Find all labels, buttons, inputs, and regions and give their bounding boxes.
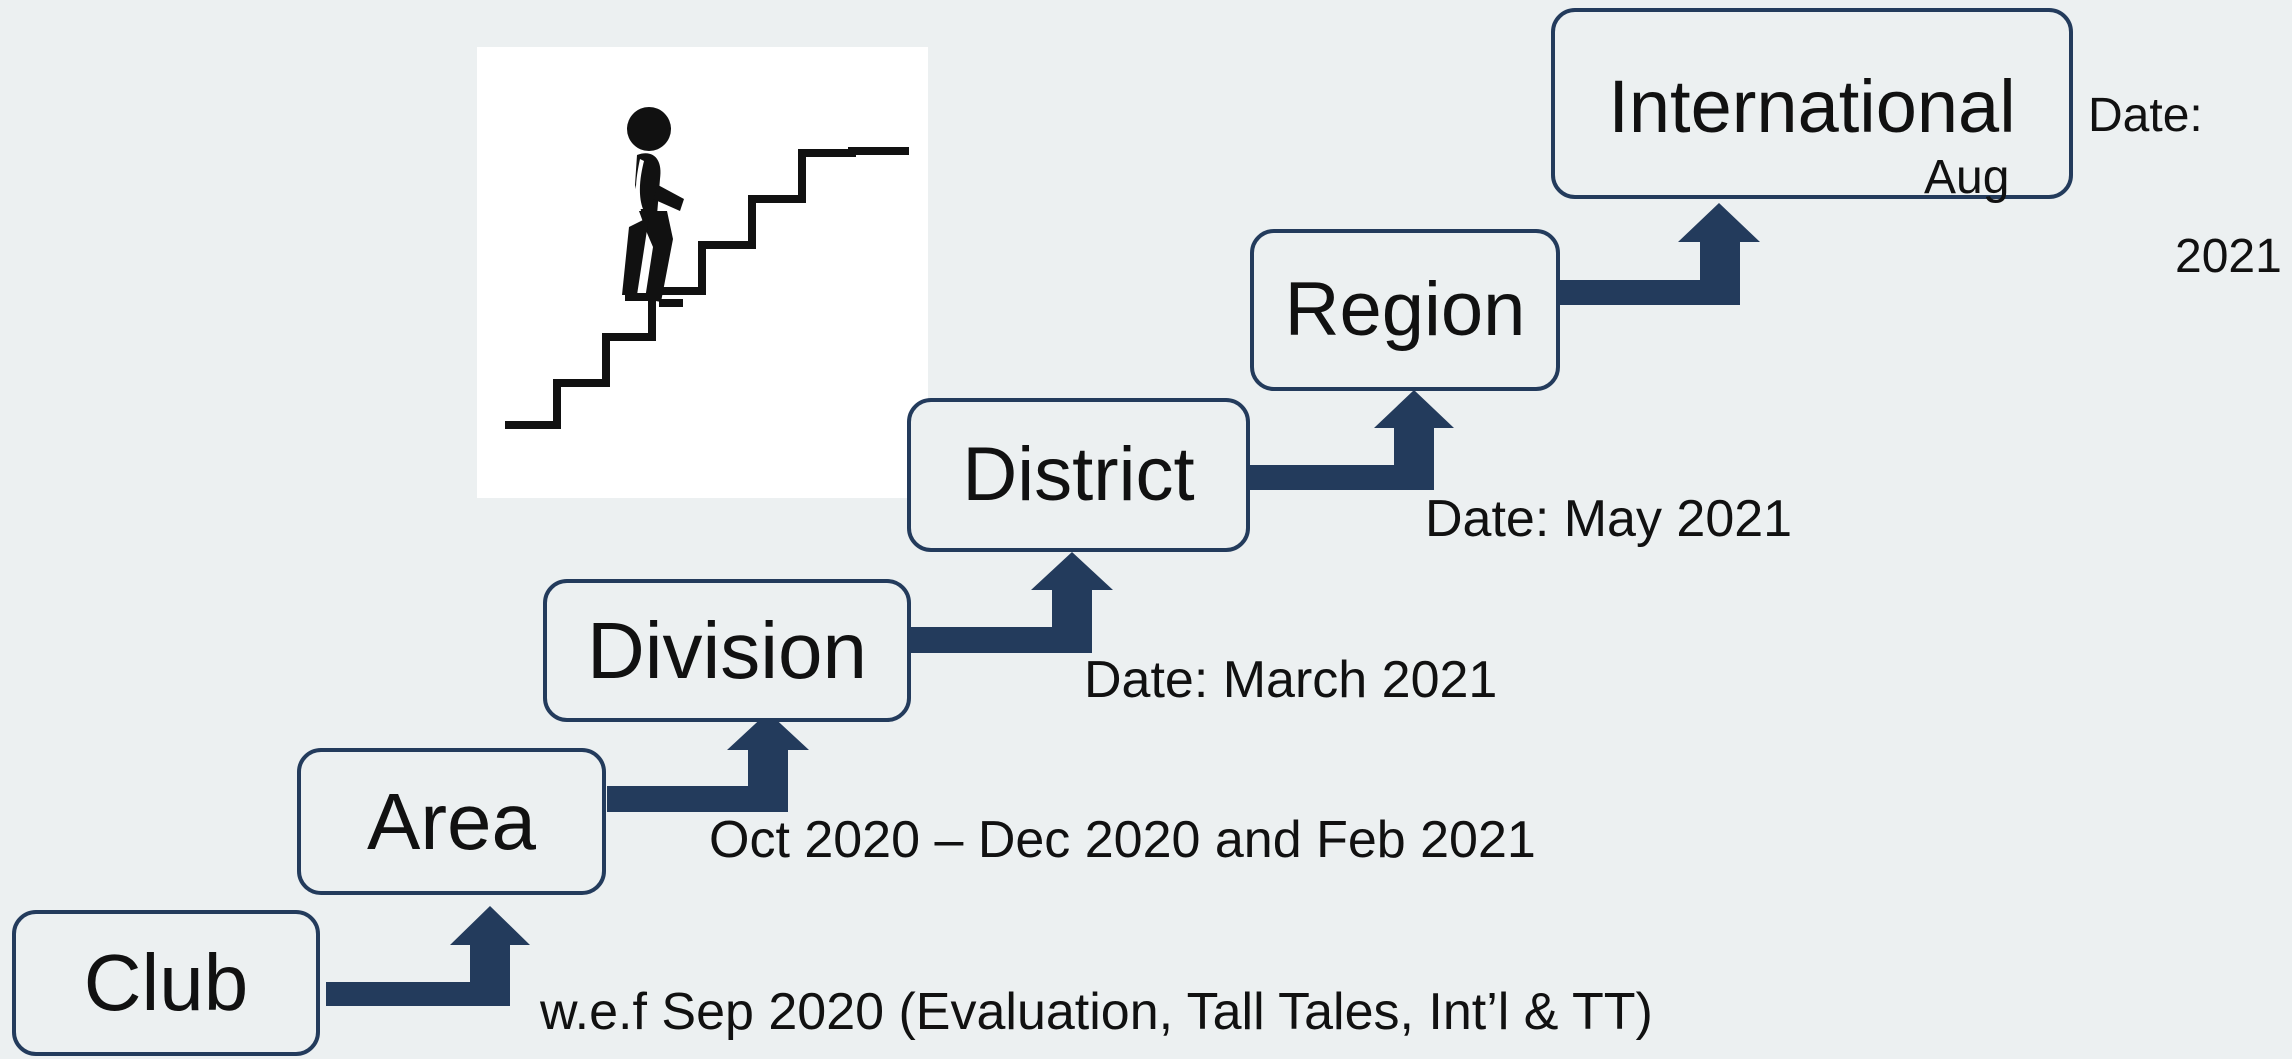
stage-international: International bbox=[1551, 8, 2073, 199]
arrow-area-to-division bbox=[607, 712, 809, 812]
note-international-month: Aug bbox=[1924, 151, 2010, 204]
arrow-club-to-area bbox=[326, 906, 530, 1006]
stage-label: Area bbox=[367, 776, 536, 866]
stage-club: Club bbox=[12, 910, 320, 1056]
person-climbing-stairs-icon bbox=[505, 107, 909, 429]
note-international-year: 2021 bbox=[2175, 230, 2282, 283]
note-area: Oct 2020 – Dec 2020 and Feb 2021 bbox=[709, 811, 1536, 869]
note-district: Date: May 2021 bbox=[1425, 490, 1793, 548]
note-club: w.e.f Sep 2020 (Evaluation, Tall Tales, … bbox=[540, 983, 1653, 1041]
arrow-region-to-international bbox=[1555, 203, 1760, 305]
stage-region: Region bbox=[1250, 229, 1560, 391]
stage-area: Area bbox=[297, 748, 606, 895]
stage-label: Region bbox=[1284, 267, 1526, 352]
arrow-district-to-region bbox=[1250, 390, 1454, 490]
stage-label: District bbox=[962, 432, 1195, 517]
stage-label: Club bbox=[83, 938, 249, 1027]
stage-district: District bbox=[907, 398, 1250, 552]
stage-label: Division bbox=[586, 605, 868, 695]
note-international-date-label: Date: bbox=[2088, 89, 2203, 142]
stage-division: Division bbox=[543, 579, 911, 722]
stage-label: International bbox=[1608, 65, 2016, 148]
note-division: Date: March 2021 bbox=[1084, 651, 1498, 709]
stair-climber-illustration bbox=[477, 47, 928, 498]
arrow-division-to-district bbox=[911, 552, 1113, 653]
